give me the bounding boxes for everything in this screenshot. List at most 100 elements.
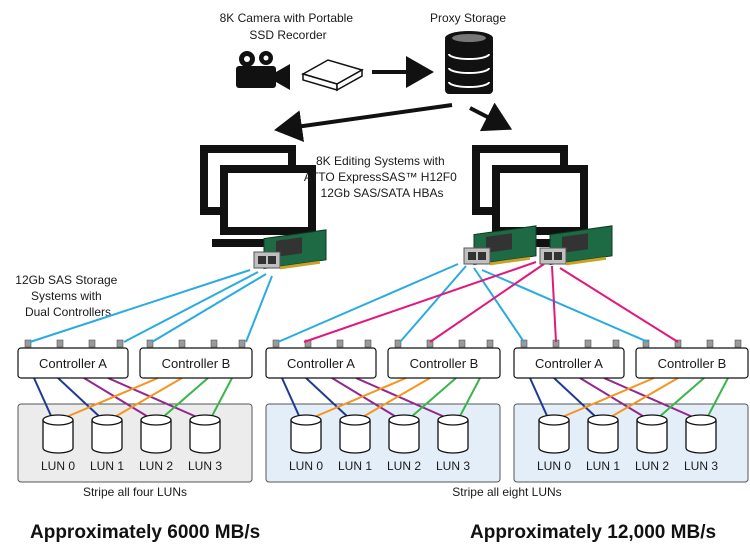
array-1-link-a-lun1: [57, 377, 102, 419]
array-1-port-2: [88, 339, 96, 348]
array-1-link-a-lun0: [33, 377, 53, 419]
array-2-port-0: [272, 339, 280, 348]
storage-label-line-2: Systems with: [31, 289, 102, 303]
video-camera-icon: [236, 51, 290, 90]
array-3-controller-b: [635, 347, 749, 379]
array-2-port-4: [394, 339, 402, 348]
array-2-link-b-lun1: [360, 377, 431, 419]
array-3-port-7: [734, 339, 742, 348]
right-hba-b-link-2: [429, 263, 545, 343]
right-hba-b-link-3: [551, 265, 557, 343]
left-workstation-icon: [200, 145, 316, 247]
hba-to-controller-links: [29, 261, 679, 343]
array-1-port-5: [178, 339, 186, 348]
array-2-link-b-lun0: [311, 377, 407, 419]
array-1-lun-0-label: LUN 0: [41, 459, 75, 473]
right-hba-a-link-3: [473, 267, 525, 343]
right-hba-a-link-4: [481, 269, 649, 343]
proxy-storage-label: Proxy Storage: [430, 11, 506, 25]
right-hba-a-link-1: [277, 263, 459, 343]
array-3-lun-2-label: LUN 2: [635, 459, 669, 473]
array-1-link-b-lun2: [161, 377, 209, 419]
array-2-controller-b-label: Controller B: [410, 356, 479, 371]
array-3-lun-3-label: LUN 3: [684, 459, 718, 473]
editing-label-line-3: 12Gb SAS/SATA HBAs: [321, 186, 444, 200]
camera-label-line-1: 8K Camera with Portable: [220, 11, 354, 25]
array-2-link-b-lun2: [409, 377, 457, 419]
array-1-port-7: [238, 339, 246, 348]
array-3-lun-1-disk-icon: [587, 414, 619, 454]
array-3-controller-a: [513, 347, 625, 379]
array-1-link-a-lun3: [107, 377, 200, 419]
array-2-port-6: [458, 339, 466, 348]
array-1-lun-1-label: LUN 1: [90, 459, 124, 473]
array-1-link-b-lun0: [63, 377, 159, 419]
right-hba-a-link-2: [399, 265, 467, 343]
array-2-link-b-lun3: [458, 377, 481, 419]
editing-label-line-2: ATTO ExpressSAS™ H12F0: [304, 170, 457, 184]
camera-label: 8K Camera with Portable SSD Recorder: [220, 11, 357, 42]
proxy-to-right-workstation-arrow: [469, 102, 513, 132]
storage-systems-label: 12Gb SAS Storage Systems with Dual Contr…: [15, 273, 120, 319]
array-3-port-3: [612, 339, 620, 348]
array-3-port-5: [674, 339, 682, 348]
array-1-port-1: [56, 339, 64, 348]
left-performance-label: Approximately 6000 MB/s: [30, 522, 260, 543]
array-1-link-b-lun3: [210, 377, 233, 419]
right-hba-b-link-1: [303, 261, 537, 343]
left-hba-link-3: [151, 273, 267, 343]
editing-label-line-1: 8K Editing Systems with: [316, 154, 445, 168]
storage-array-3-controllers: Controller A Controller B: [513, 347, 749, 379]
array-2-port-7: [486, 339, 494, 348]
array-2-lun-3-disk-icon: [437, 414, 469, 454]
array-3-controller-a-label: Controller A: [535, 356, 603, 371]
array-2-link-a-lun0: [281, 377, 301, 419]
array-2-lun-0-label: LUN 0: [289, 459, 323, 473]
storage-array-2-controllers: Controller A Controller B: [265, 347, 501, 379]
array-1-link-b-lun1: [112, 377, 183, 419]
array-3-lun-3-disk-icon: [685, 414, 717, 454]
controller-ports: [24, 339, 742, 348]
array-2-lun-1-disk-icon: [339, 414, 371, 454]
array-2-port-3: [364, 339, 372, 348]
array-3-lun-0-label: LUN 0: [537, 459, 571, 473]
array-3-port-4: [642, 339, 650, 348]
ssd-recorder-icon: [301, 59, 364, 92]
array-2-lun-3-label: LUN 3: [436, 459, 470, 473]
array-2-port-5: [426, 339, 434, 348]
array-1-port-3: [116, 339, 124, 348]
array-2-link-a-lun1: [305, 377, 350, 419]
array-1-lun-0-disk-icon: [42, 414, 74, 454]
array-3-lun-2-disk-icon: [636, 414, 668, 454]
array-2-lun-0-disk-icon: [290, 414, 322, 454]
right-hba-b-link-4: [559, 267, 679, 343]
controller-to-lun-links: [33, 377, 729, 419]
storage-array-2-luns: LUN 0 LUN 1 LUN 2 LUN 3: [289, 414, 470, 473]
array-1-link-a-lun2: [83, 377, 151, 419]
array-3-link-b-lun0: [559, 377, 655, 419]
array-3-link-a-lun0: [529, 377, 549, 419]
array-3-link-a-lun3: [603, 377, 696, 419]
array-2-controller-b: [387, 347, 501, 379]
array-3-link-b-lun3: [706, 377, 729, 419]
array-3-link-b-lun1: [608, 377, 679, 419]
array-3-lun-1-label: LUN 1: [586, 459, 620, 473]
array-1-port-4: [146, 339, 154, 348]
camera-label-line-2: SSD Recorder: [249, 28, 326, 42]
array-1-controller-b-label: Controller B: [162, 356, 231, 371]
array-3-link-a-lun1: [553, 377, 598, 419]
array-2-port-2: [336, 339, 344, 348]
array-2-lun-2-label: LUN 2: [387, 459, 421, 473]
array-3-lun-0-disk-icon: [538, 414, 570, 454]
proxy-storage-database-icon: [445, 31, 493, 94]
array-1-lun-3-disk-icon: [189, 414, 221, 454]
array-1-lun-2-disk-icon: [140, 414, 172, 454]
array-1-port-0: [24, 339, 32, 348]
array-3-link-a-lun2: [579, 377, 647, 419]
stripe-four-luns-caption: Stripe all four LUNs: [83, 485, 187, 499]
left-hba-card-icon: [253, 229, 327, 270]
stripe-eight-luns-caption: Stripe all eight LUNs: [452, 485, 561, 499]
array-3-link-b-lun2: [657, 377, 705, 419]
array-3-port-2: [584, 339, 592, 348]
